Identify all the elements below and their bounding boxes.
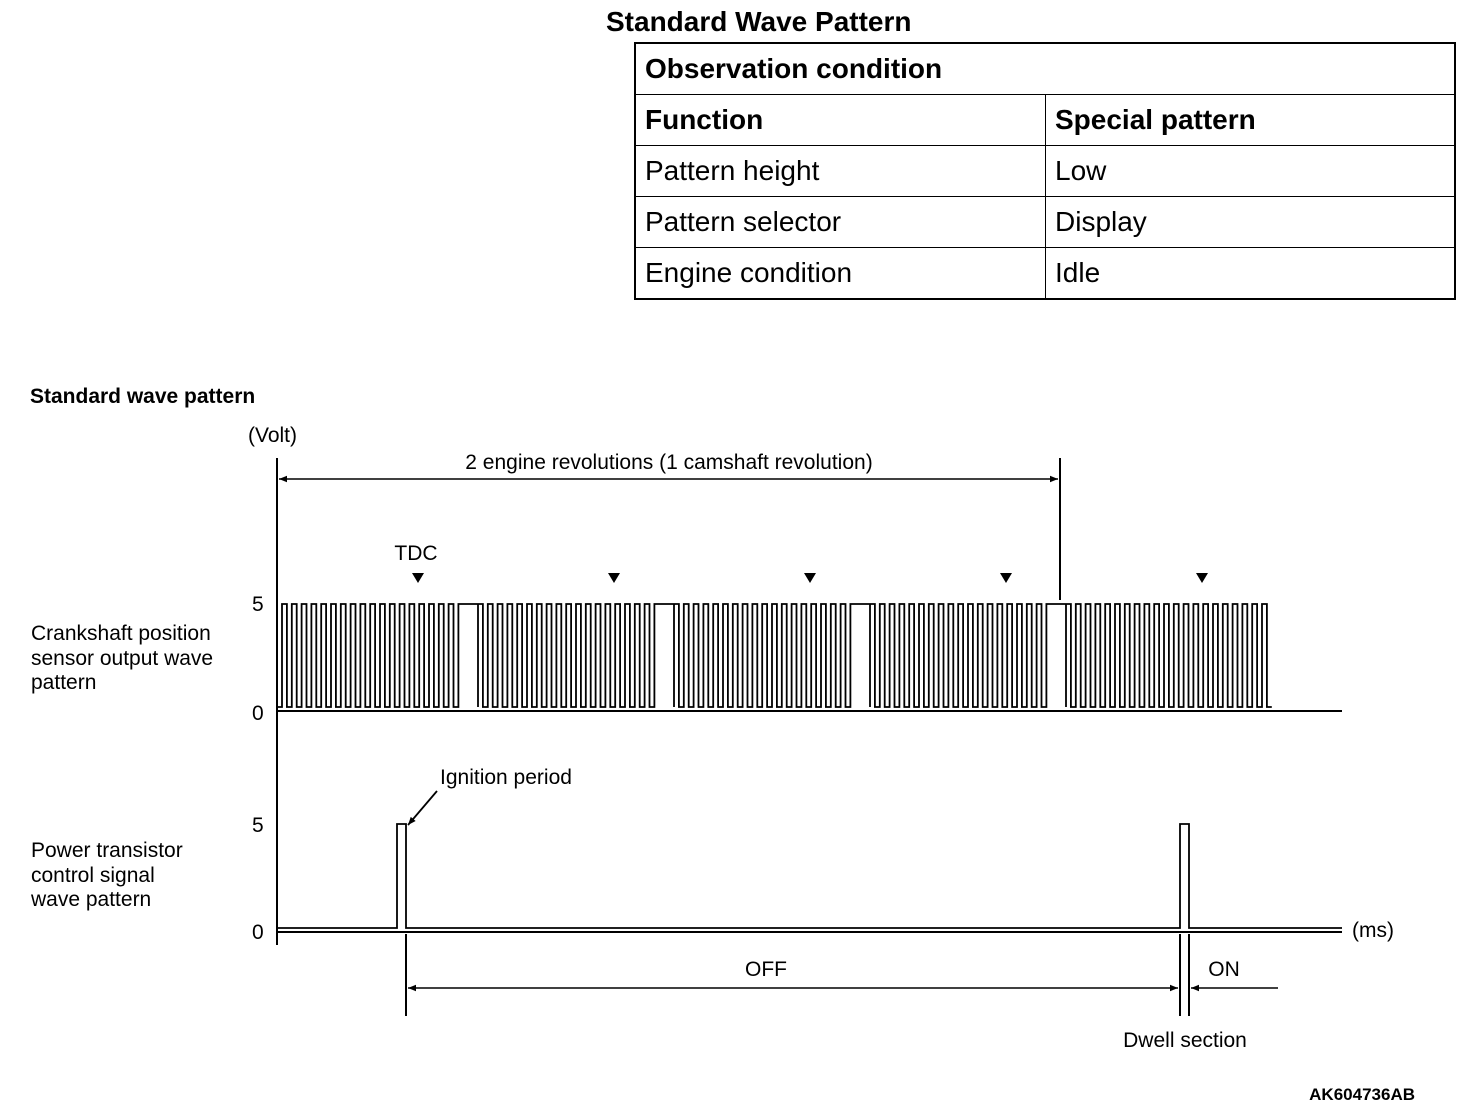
tdc-marker — [1000, 573, 1012, 583]
table-cell-function: Pattern height — [634, 145, 1046, 197]
table-cell-value: Display — [1045, 196, 1456, 248]
tdc-marker — [1196, 573, 1208, 583]
y-unit-label: (Volt) — [248, 424, 297, 447]
tdc-marker — [412, 573, 424, 583]
crank-wave-pattern — [277, 603, 1272, 708]
crank-y-tick-0: 0 — [252, 702, 264, 725]
ignition-period-leader — [407, 790, 438, 826]
x-unit-label: (ms) — [1352, 919, 1394, 942]
tdc-marker — [804, 573, 816, 583]
table-cell-function: Pattern selector — [634, 196, 1046, 248]
power-wave-pattern — [277, 823, 1342, 929]
tdc-marker — [608, 573, 620, 583]
off-label: OFF — [745, 958, 787, 981]
table-cell-function: Engine condition — [634, 247, 1046, 300]
power-y-tick-0: 0 — [252, 921, 264, 944]
ignition-period-label: Ignition period — [440, 766, 572, 789]
table-row: Pattern selector Display — [634, 196, 1456, 248]
tdc-markers — [412, 573, 1208, 583]
table-row: Engine condition Idle — [634, 247, 1456, 300]
crank-wave-label: Crankshaft position sensor output wave p… — [31, 622, 219, 694]
power-wave-label: Power transistor control signal wave pat… — [30, 839, 189, 911]
crank-y-tick-5: 5 — [252, 593, 264, 616]
table-cell-value: Low — [1045, 145, 1456, 197]
power-y-tick-5: 5 — [252, 814, 264, 837]
column-header-special-pattern: Special pattern — [1045, 94, 1456, 146]
dwell-section-label: Dwell section — [1123, 1029, 1247, 1052]
table-title: Standard Wave Pattern — [606, 6, 912, 37]
table-row: Pattern height Low — [634, 145, 1456, 197]
revolution-label: 2 engine revolutions (1 camshaft revolut… — [465, 451, 872, 474]
observation-condition-table: Observation condition Function Special p… — [634, 42, 1456, 300]
on-label: ON — [1208, 958, 1240, 981]
diagram-title: Standard wave pattern — [30, 385, 255, 408]
figure-id: AK604736AB — [1309, 1085, 1415, 1104]
tdc-label: TDC — [394, 542, 437, 565]
table-cell-value: Idle — [1045, 247, 1456, 300]
